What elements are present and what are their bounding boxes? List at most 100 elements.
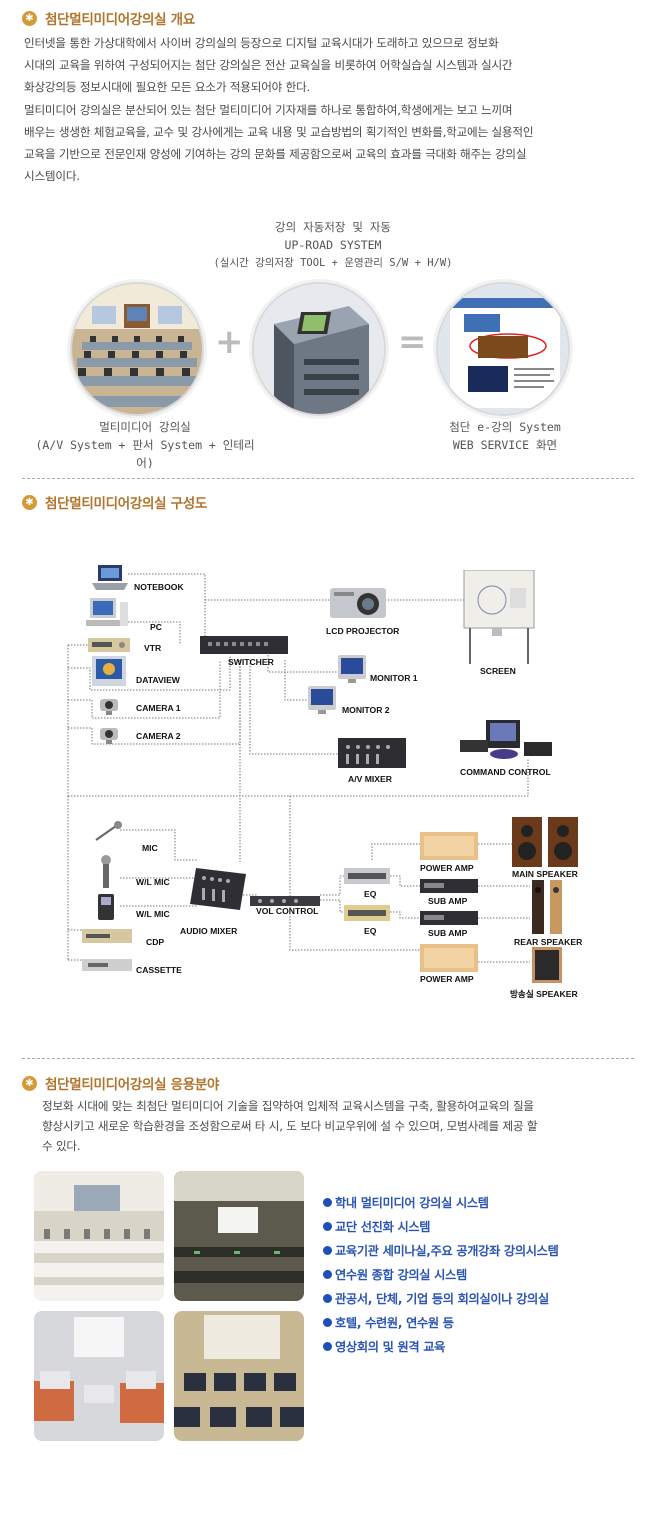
caption-line: (A/V System + 판서 System + 인테리어) [35,438,255,470]
monitor-2-label: MONITOR 2 [342,705,390,715]
web-service-photo [436,282,570,416]
wireless-mic-2-icon [98,894,114,924]
sub-amp-2-label: SUB AMP [428,928,468,938]
classroom-photo [70,282,204,416]
vtr-icon [88,637,130,656]
bullet-icon [323,1293,332,1303]
power-amp-1-label: POWER AMP [420,863,474,873]
switcher-icon [200,636,288,658]
screen-icon [462,569,536,670]
camera-1-label: CAMERA 1 [136,703,181,713]
list-item: 학내 멀티미디어 강의실 시스템 [323,1190,559,1214]
overview-line: 시스템이다. [24,169,80,184]
bullet-icon [323,1317,332,1327]
vol-control-icon [250,891,320,910]
av-mixer-label: A/V MIXER [348,774,392,784]
plus-sign: + [215,322,244,362]
bullet-icon [323,1341,332,1351]
camera-2-icon [98,722,122,748]
applications-line: 수 있다. [42,1139,81,1153]
applications-paragraph: 정보화 시대에 맞는 최첨단 멀티미디어 기술을 집약하여 입체적 교육시스템을… [42,1096,538,1156]
applications-title: 첨단멀티미디어강의실 응용분야 [45,1077,220,1093]
overview-line: 시대의 교육을 위하여 구성되어지는 첨단 강의실은 전산 교육실을 비롯하여 … [24,58,513,73]
mic-icon [94,820,124,846]
command-control-icon [460,720,556,764]
wireless-mic-1-label: W/L MIC [136,877,170,887]
list-item: 호텔, 수련원, 연수원 등 [323,1310,559,1334]
power-amp-2-icon [420,944,478,976]
upload-system-caption: 강의 자동저장 및 자동 UP-ROAD SYSTEM (실시간 강의저장 TO… [150,218,516,272]
classroom-caption: 멀티미디어 강의실 (A/V System + 판서 System + 인테리어… [30,418,260,472]
pc-icon [86,598,128,632]
overview-line: 화상강의등 정보시대에 필요한 모든 요소가 적용되어야 한다. [24,80,311,95]
broadcast-speaker-label: 방송실 SPEAKER [510,989,578,999]
upload-system-photo [252,282,386,416]
list-item: 교단 선진화 시스템 [323,1214,559,1238]
dataview-icon [92,656,126,690]
eq-1-label: EQ [364,889,377,899]
applications-heading: ✱ 첨단멀티미디어강의실 응용분야 [22,1073,219,1093]
rear-speaker-label: REAR SPEAKER [514,937,583,947]
main-speaker-icon [512,817,580,871]
sub-amp-2-icon [420,910,478,929]
list-item: 연수원 종합 강의실 시스템 [323,1262,559,1286]
applications-list: 학내 멀티미디어 강의실 시스템 교단 선진화 시스템 교육기관 세미나실,주요… [323,1190,559,1358]
monitor-1-label: MONITOR 1 [370,673,418,683]
screen-label: SCREEN [480,666,516,676]
section-divider [22,1058,634,1059]
camera-2-label: CAMERA 2 [136,731,181,741]
dataview-label: DATAVIEW [136,675,180,685]
classroom-photo-4 [174,1311,304,1441]
eq-1-icon [344,868,390,888]
cassette-label: CASSETTE [136,965,182,975]
list-item: 영상회의 및 원격 교육 [323,1334,559,1358]
list-item: 교육기관 세미나실,주요 공개강좌 강의시스템 [323,1238,559,1262]
switcher-label: SWITCHER [228,657,274,667]
overview-line: 인터넷을 통한 가상대학에서 사이버 강의실의 등장으로 디지털 교육시대가 도… [24,36,499,50]
overview-line: 배우는 생생한 체험교육을, 교수 및 강사에게는 교육 내용 및 교습방법의 … [24,124,534,139]
broadcast-speaker-icon [532,947,562,987]
notebook-icon [92,563,128,595]
cdp-label: CDP [146,937,165,947]
overview-heading: ✱ 첨단멀티미디어강의실 개요 [22,8,195,28]
diagram-heading: ✱ 첨단멀티미디어강의실 구성도 [22,492,207,512]
caption-line: (실시간 강의저장 TOOL + 운영관리 S/W + H/W) [213,257,453,269]
caption-line: 강의 자동저장 및 자동 [275,220,391,234]
wireless-mic-1-icon [100,855,112,893]
lcd-projector-label: LCD PROJECTOR [326,626,400,636]
star-icon: ✱ [22,10,37,26]
overview-line: 교육을 기반으로 전문인재 양성에 기여하는 강의 문화를 제공함으로써 교육의… [24,147,527,162]
power-amp-2-label: POWER AMP [420,974,474,984]
vtr-label: VTR [144,643,162,653]
monitor-2-icon [308,686,336,718]
classroom-photo-3 [34,1311,164,1441]
diagram-title: 첨단멀티미디어강의실 구성도 [45,496,207,512]
applications-line: 향상시키고 새로운 학습환경을 조성함으로써 타 시, 도 보다 비교우위에 설… [42,1119,538,1133]
sub-amp-1-label: SUB AMP [428,896,468,906]
caption-line: UP-ROAD SYSTEM [284,238,382,252]
cdp-icon [82,928,132,947]
caption-line: 첨단 e-강의 System [449,420,561,434]
bullet-icon [323,1197,332,1207]
main-speaker-label: MAIN SPEAKER [512,869,578,879]
caption-line: WEB SERVICE 화면 [452,438,558,452]
classroom-photo-1 [34,1171,164,1301]
overview-line: 멀티미디어 강의실은 분산되어 있는 첨단 멀티미디어 기자재를 하나로 통합하… [24,102,513,117]
vol-control-label: VOL CONTROL [256,906,319,916]
notebook-label: NOTEBOOK [134,582,184,592]
mic-label: MIC [142,843,158,853]
eq-2-label: EQ [364,926,377,936]
audio-mixer-icon [190,868,246,914]
star-icon: ✱ [22,494,37,510]
bullet-icon [323,1269,332,1279]
caption-line: 멀티미디어 강의실 [99,420,191,434]
list-item: 관공서, 단체, 기업 등의 회의실이나 강의실 [323,1286,559,1310]
sub-amp-1-icon [420,878,478,897]
web-service-caption: 첨단 e-강의 System WEB SERVICE 화면 [400,418,610,454]
overview-title: 첨단멀티미디어강의실 개요 [45,12,195,28]
cassette-icon [82,956,132,975]
classroom-photo-2 [174,1171,304,1301]
section-divider [22,478,634,479]
equals-sign: = [398,322,427,362]
